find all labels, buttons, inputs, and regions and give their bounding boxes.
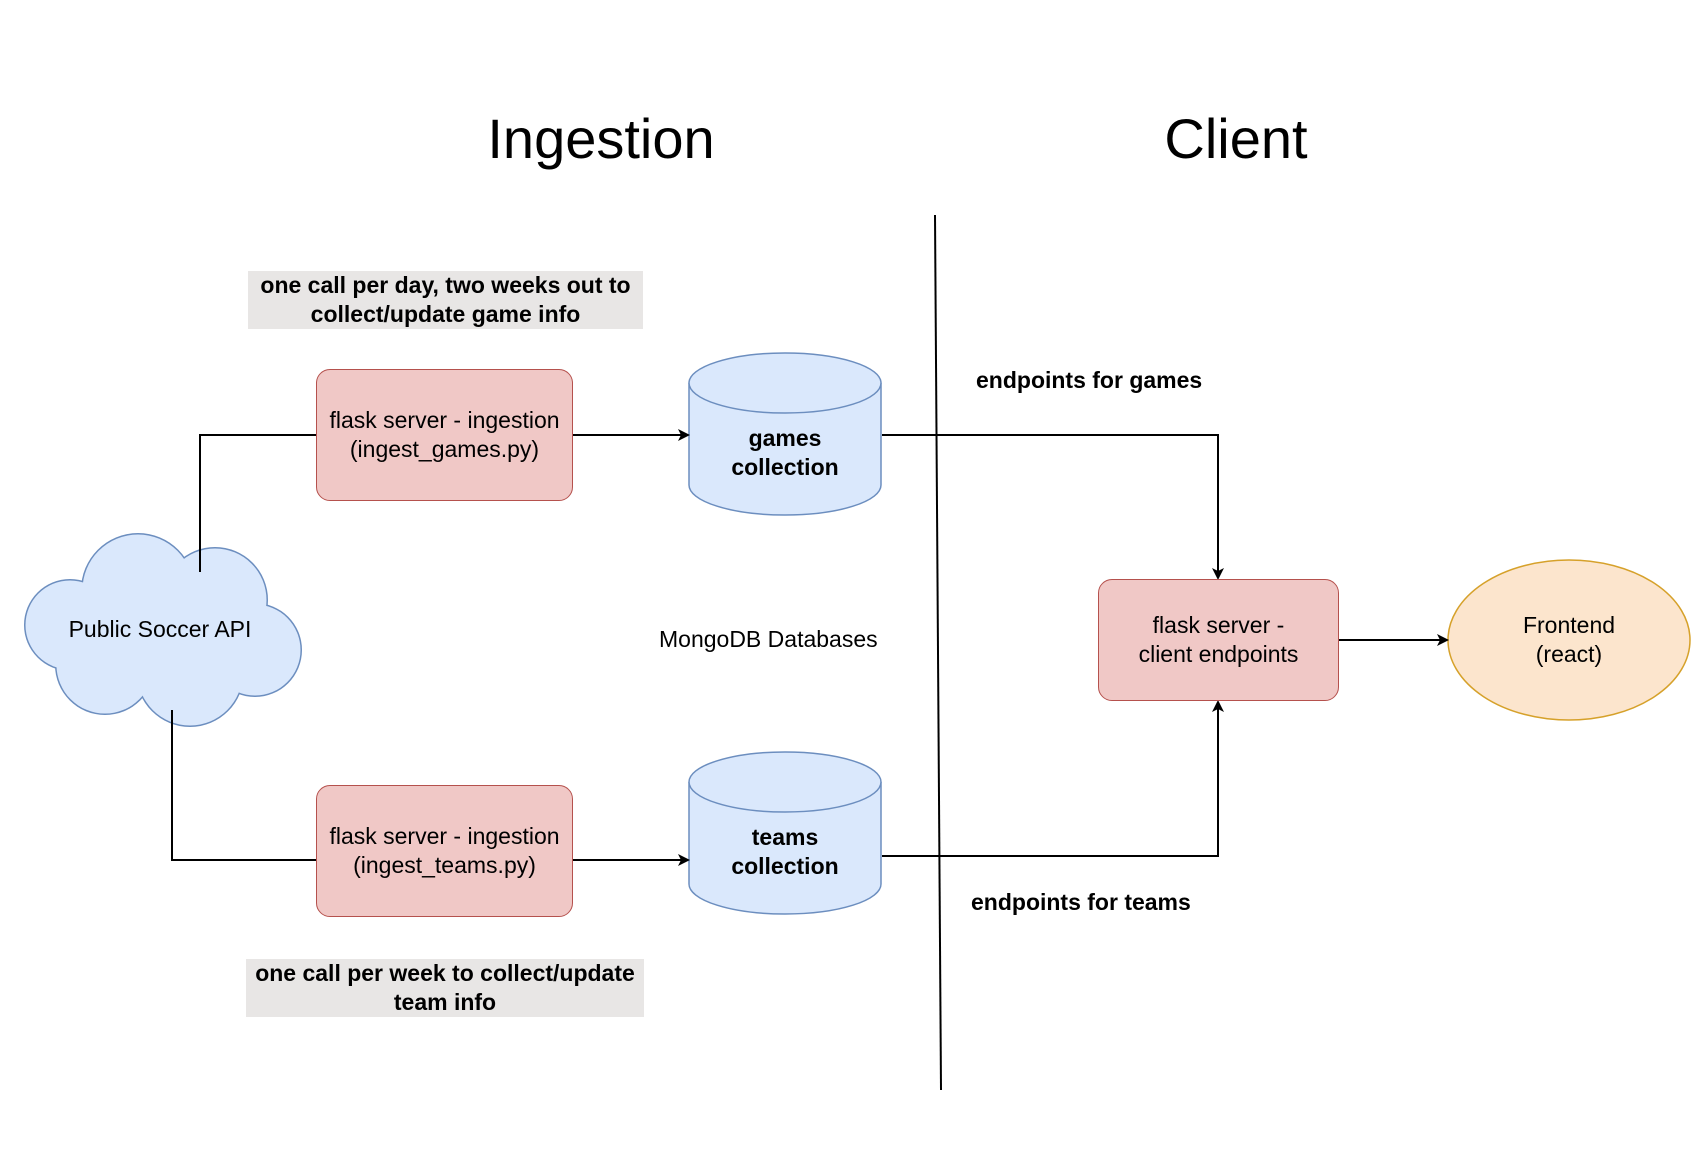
games-schedule-note: one call per day, two weeks out to colle… [248,271,643,329]
section-divider [934,214,942,1091]
node-line: (ingest_teams.py) [353,852,536,878]
node-line: flask server - ingestion [329,823,560,849]
public-soccer-api-label: Public Soccer API [68,615,252,642]
note-line: one call per week to collect/update [255,960,635,986]
frontend-label: Frontend (react) [1448,600,1690,680]
cloud-shape [24,533,302,727]
ingest-games-server: flask server - ingestion (ingest_games.p… [316,369,573,501]
teams-collection-label: teams collection [689,817,881,887]
edge-teams-db-to-client-server [882,700,1224,857]
node-line: flask server - [1152,612,1285,638]
games-endpoints-label: endpoints for games [976,367,1203,393]
games-collection-label: games collection [689,418,881,488]
edge-api-to-ingest-teams [171,710,316,861]
note-line: collect/update game info [310,301,581,327]
node-line: collection [731,853,839,879]
games-db-cylinder [688,352,882,516]
teams-db-cylinder [688,751,882,915]
note-line: one call per day, two weeks out to [260,272,631,298]
node-line: flask server - ingestion [329,407,560,433]
mongodb-databases-label: MongoDB Databases [659,626,878,652]
node-line: collection [731,454,839,480]
note-line: team info [393,989,497,1015]
node-line: (ingest_games.py) [349,436,540,462]
client-endpoints-server: flask server - client endpoints [1098,579,1339,701]
teams-endpoints-label: endpoints for teams [971,889,1191,915]
node-line: games [748,425,822,451]
node-line: client endpoints [1138,641,1299,667]
ingestion-section-title: Ingestion [487,107,715,170]
node-line: Frontend [1522,612,1616,638]
node-line: (react) [1535,641,1603,667]
teams-schedule-note: one call per week to collect/update team… [246,959,644,1017]
ingest-teams-server: flask server - ingestion (ingest_teams.p… [316,785,573,917]
edge-games-db-to-client-server [882,434,1224,580]
client-section-title: Client [1164,107,1308,170]
node-line: teams [751,824,819,850]
edge-api-to-ingest-games [199,434,316,572]
